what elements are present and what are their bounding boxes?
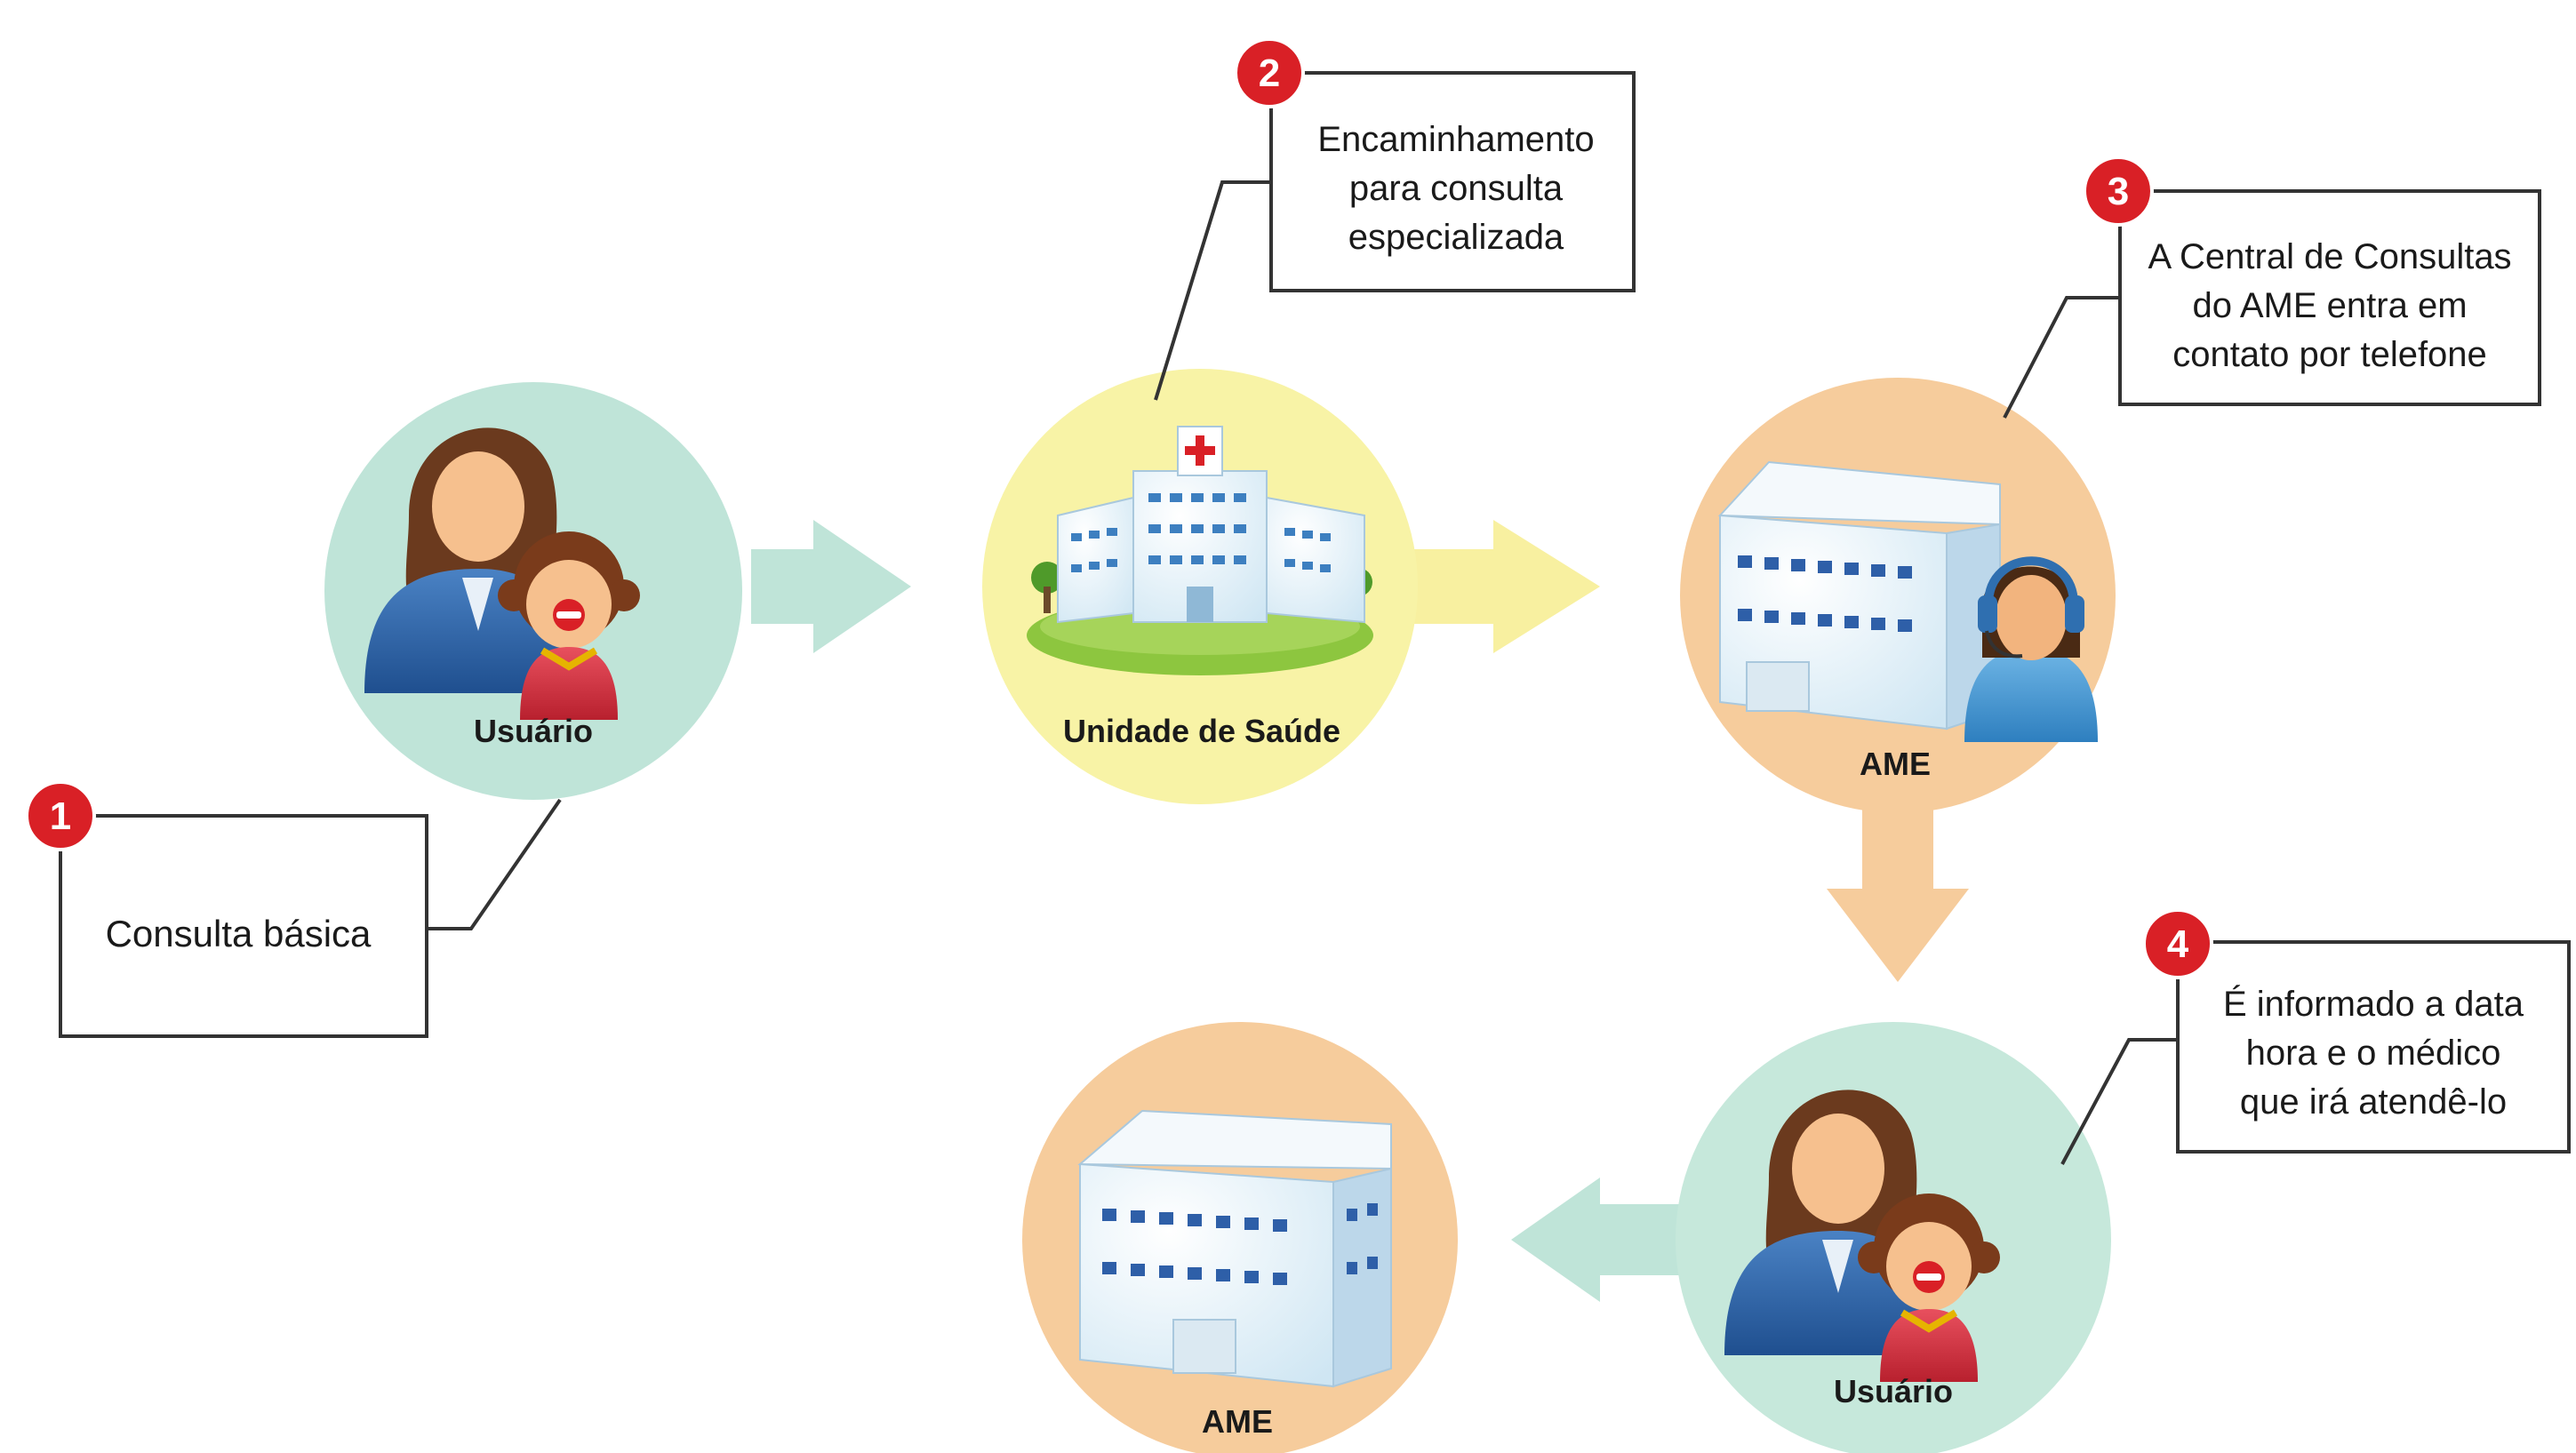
callout-1: Consulta básica 1 xyxy=(25,780,428,1038)
callout-2-number: 2 xyxy=(1259,52,1280,95)
callout-3-box xyxy=(2118,189,2541,406)
callout-2-line-1: Encaminhamento xyxy=(1317,120,1594,159)
callout-1-text: Consulta básica xyxy=(106,913,372,954)
headset-attendant-icon xyxy=(1964,556,2098,742)
node-ame-1-label: AME xyxy=(1860,746,1931,782)
callout-4-line-1: É informado a data xyxy=(2223,984,2524,1024)
arrow-down-orange xyxy=(1827,804,1969,982)
callout-1-number: 1 xyxy=(50,794,71,838)
callout-2-leader xyxy=(1154,180,1271,401)
callout-4-badge xyxy=(2142,908,2213,979)
callout-4-leader xyxy=(2060,1038,2178,1165)
callout-2: Encaminhamento para consulta especializa… xyxy=(1234,37,1636,292)
callout-2-badge xyxy=(1234,37,1305,108)
callout-3-badge xyxy=(2083,156,2154,227)
node-user-1: Usuário xyxy=(324,382,742,800)
callout-4: É informado a data hora e o médico que i… xyxy=(2142,908,2571,1154)
arrow-left-teal xyxy=(1511,1178,1684,1302)
node-ame-2: AME xyxy=(1022,1022,1458,1453)
callout-2-line-3: especializada xyxy=(1348,218,1564,257)
callout-3-line-2: do AME entra em xyxy=(2192,286,2467,325)
callout-3: A Central de Consultas do AME entra em c… xyxy=(2083,156,2541,406)
callout-1-badge xyxy=(25,780,96,851)
mother-child-icon xyxy=(1724,1090,2000,1382)
node-health-unit-label: Unidade de Saúde xyxy=(1063,713,1340,749)
node-ame-2-label: AME xyxy=(1202,1403,1273,1440)
callout-1-box xyxy=(59,814,428,1038)
callout-3-line-1: A Central de Consultas xyxy=(2148,237,2511,276)
callout-3-line-3: contato por telefone xyxy=(2172,335,2487,374)
building-icon xyxy=(1717,460,2001,730)
callout-4-box xyxy=(2176,940,2571,1154)
node-user-1-label: Usuário xyxy=(474,713,593,749)
callout-4-line-2: hora e o médico xyxy=(2246,1034,2501,1073)
callout-1-leader xyxy=(427,798,562,930)
mother-child-icon xyxy=(364,427,640,720)
hospital-icon xyxy=(1027,426,1373,675)
callout-3-leader xyxy=(2003,296,2120,419)
arrow-right-yellow xyxy=(1413,520,1600,653)
callout-3-number: 3 xyxy=(2108,170,2129,213)
callout-4-number: 4 xyxy=(2167,922,2189,966)
node-health-unit: Unidade de Saúde xyxy=(982,369,1418,804)
callout-2-box xyxy=(1269,71,1636,292)
node-ame-1: AME xyxy=(1680,378,2116,813)
callout-2-line-2: para consulta xyxy=(1349,169,1564,208)
building-icon xyxy=(1077,1109,1392,1388)
node-user-2: Usuário xyxy=(1676,1022,2111,1453)
arrow-right-teal xyxy=(751,520,911,653)
callout-4-line-3: que irá atendê-lo xyxy=(2240,1082,2507,1122)
node-user-2-label: Usuário xyxy=(1834,1373,1953,1409)
